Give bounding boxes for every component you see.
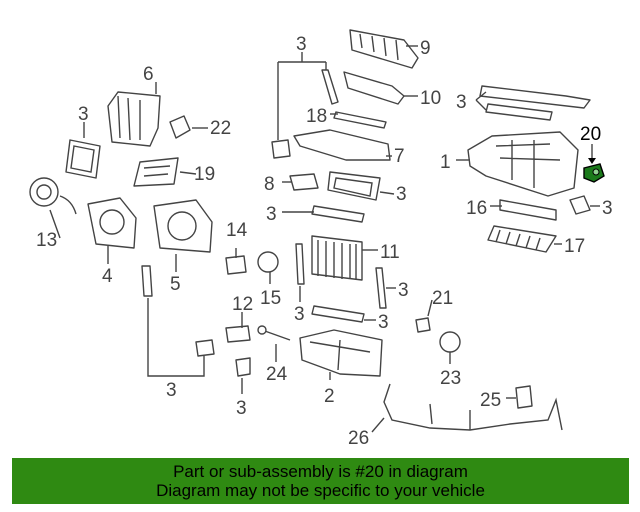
callout-3-small: 3 [236,398,247,419]
part-15-shape [257,251,279,273]
part-17-shape [487,225,557,253]
callout-12: 12 [232,294,253,315]
part-7-shape [293,129,391,161]
callout-3-vert: 3 [398,280,409,301]
callout-3-right: 3 [602,198,613,219]
part-8-shape [289,173,319,191]
callout-3-filter: 3 [78,104,89,125]
callout-6: 6 [143,64,154,85]
part-3-strip-low [311,305,365,323]
part-3-filter-tr-b [485,103,553,121]
callout-5: 5 [170,274,181,295]
part-12-shape [225,325,251,343]
part-26-shape [383,383,563,431]
callout-3-bottom-left: 3 [166,380,177,401]
part-10-shape [343,71,405,105]
callout-13: 13 [36,230,57,251]
part-6-shape [107,91,161,147]
callout-25: 25 [480,390,501,411]
part-23-shape [439,331,461,353]
part-3-right-piece [569,195,591,215]
part-25-shape [515,385,533,409]
callout-3-tray: 3 [396,184,407,205]
callout-19: 19 [194,164,215,185]
part-2-shape [299,329,383,377]
part-14-shape [225,255,247,275]
parts-diagram: 6 3 22 19 13 4 5 14 15 12 24 3 3 3 9 10 … [29,29,613,449]
part-18-shape [333,111,387,129]
leader-lines [49,45,600,433]
banner-line-2: Diagram may not be specific to your vehi… [156,481,485,500]
part-20-highlight-shape[interactable] [583,163,605,183]
part-22-shape [169,115,191,139]
part-24-shape [257,325,291,341]
part-1-shape [467,131,579,197]
part-19-shape [133,157,179,187]
vehicle-fit-banner: Part or sub-assembly is #20 in diagram D… [12,458,629,504]
part-3-vert-a [295,243,305,285]
part-16-shape [499,199,557,221]
part-11-shape [311,235,363,281]
callout-17: 17 [564,236,585,257]
callout-14: 14 [226,220,248,241]
callout-3-top-right: 3 [456,92,467,113]
callout-9: 9 [420,38,431,59]
callout-3-strip: 3 [266,204,277,225]
callout-15: 15 [260,288,281,309]
callout-4: 4 [102,266,113,287]
part-3-small-b [235,357,251,377]
callout-22: 22 [210,118,231,139]
callout-3-strip-low: 3 [378,312,389,333]
callout-20[interactable]: 20 [580,124,601,145]
callout-26: 26 [348,428,369,449]
callout-7: 7 [394,146,405,167]
callout-3-lower: 3 [294,304,305,325]
part-3-bracket [271,139,291,159]
part-3-seal-left [141,265,153,297]
part-9-shape [349,29,419,69]
part-3-vert-b [375,267,387,309]
part-21-shape [415,317,431,333]
part-3-rod-top [321,69,339,105]
banner-line-1: Part or sub-assembly is #20 in diagram [173,462,468,481]
callout-2: 2 [324,386,335,407]
callout-21: 21 [432,288,453,309]
part-3-strip [311,205,365,223]
callout-16: 16 [466,198,487,219]
part-3-filter-tr-a [479,85,591,109]
callout-24: 24 [266,364,288,385]
part-13-shape [29,177,77,215]
callout-20-arrowhead [588,158,596,164]
callout-23: 23 [440,368,461,389]
part-3-small-a [195,339,215,357]
callout-10: 10 [420,88,441,109]
callout-8: 8 [264,174,275,195]
callout-1: 1 [440,152,451,173]
part-5-shape [153,199,213,253]
callout-3-top: 3 [296,34,307,55]
part-3-tray [327,171,381,201]
callout-18: 18 [306,106,327,127]
part-4-shape [87,197,137,249]
callout-11: 11 [380,242,400,263]
part-3-filter-shape [65,139,101,179]
